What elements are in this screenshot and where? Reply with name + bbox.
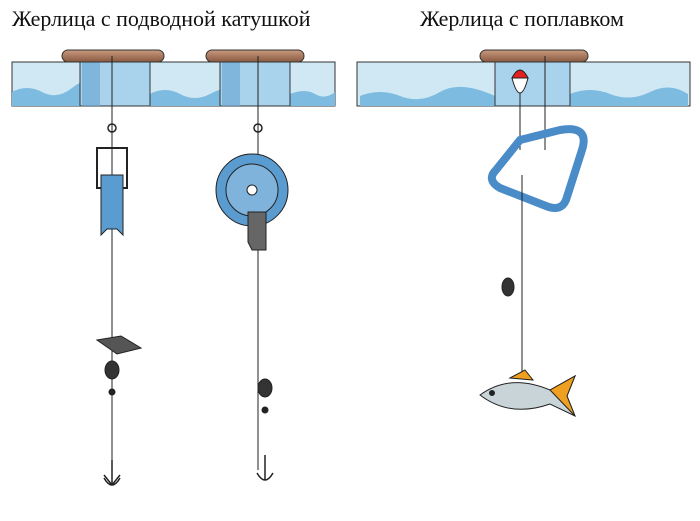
title-underwater-reel-rig: Жерлица с подводной катушкой bbox=[12, 6, 311, 31]
rig-underwater-reel-2 bbox=[215, 56, 289, 481]
stick-2 bbox=[205, 49, 305, 63]
stick-3 bbox=[479, 49, 589, 63]
rig-float bbox=[479, 56, 588, 418]
stick-1 bbox=[61, 49, 165, 63]
rig-underwater-reel-1 bbox=[95, 56, 143, 486]
title-float-rig: Жерлица с поплавком bbox=[420, 6, 624, 31]
ice-slab-left bbox=[11, 61, 336, 107]
bait-fish-icon bbox=[479, 369, 576, 418]
